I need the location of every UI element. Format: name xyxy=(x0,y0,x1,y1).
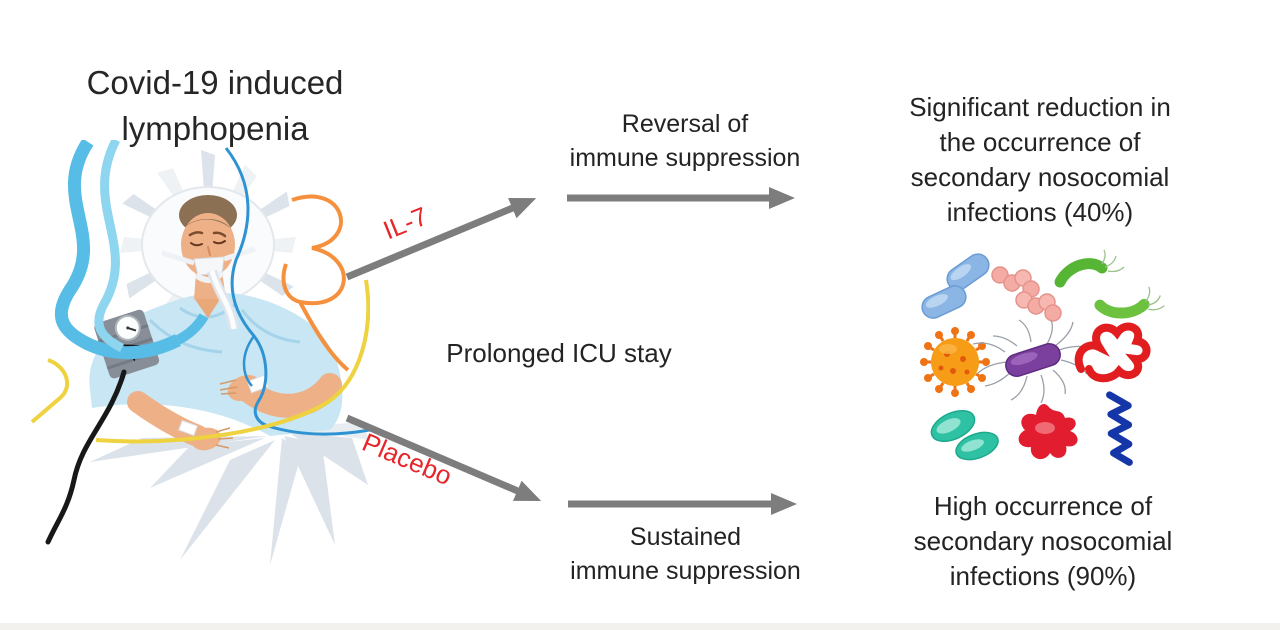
placebo-arrow xyxy=(345,414,542,502)
title-line: Covid-19 induced xyxy=(86,64,344,101)
orange-coronavirus-icon xyxy=(920,327,990,397)
outcome-line: the occurrence of xyxy=(939,127,1141,158)
outcome-line: infections (90%) xyxy=(949,561,1137,592)
ventilator-mask-icon xyxy=(161,246,256,330)
outcome-line: secondary nosocomial xyxy=(910,162,1170,193)
teal-oval-microbes-icon xyxy=(930,409,999,461)
iv-tubes-icon xyxy=(30,147,370,444)
red-amoeba-icon xyxy=(1018,404,1078,460)
sustained-line: immune suppression xyxy=(570,556,801,585)
reversal-text: Reversal of immune suppression xyxy=(545,108,825,176)
icu-patient-illustration xyxy=(30,140,370,565)
sustained-text: Sustained immune suppression xyxy=(543,521,828,589)
outcome-line: secondary nosocomial xyxy=(913,526,1173,557)
ventilator-hoses-icon xyxy=(54,140,209,360)
blue-spirochete-icon xyxy=(1106,391,1133,466)
prolonged-icu-label: Prolonged ICU stay xyxy=(446,338,672,368)
diagram-title: Covid-19 induced lymphopenia xyxy=(55,60,375,152)
red-twisted-bacterium-icon xyxy=(1074,322,1151,383)
green-curved-bacteria-icon xyxy=(1054,249,1165,319)
microbes-illustration xyxy=(920,249,1165,466)
placebo-outcome-text: High occurrence of secondary nosocomial … xyxy=(878,489,1208,594)
reversal-line: immune suppression xyxy=(569,143,801,172)
outcome-line: Significant reduction in xyxy=(909,92,1171,122)
sustained-line: Sustained xyxy=(629,523,742,551)
il7-outcome-text: Significant reduction in the occurrence … xyxy=(872,90,1208,230)
blue-rod-bacteria-icon xyxy=(921,253,990,319)
reversal-line: Reversal of xyxy=(621,110,749,138)
purple-flagellated-bacterium-icon xyxy=(972,319,1090,404)
il7-arrow xyxy=(345,198,537,281)
bottom-edge-strip xyxy=(0,623,1280,630)
patient-head xyxy=(161,195,256,330)
outcome-line: High occurrence of xyxy=(933,491,1153,521)
outcome-line: infections (40%) xyxy=(946,197,1134,228)
title-line: lymphopenia xyxy=(121,110,309,148)
pink-cocci-chain-icon xyxy=(991,266,1062,322)
